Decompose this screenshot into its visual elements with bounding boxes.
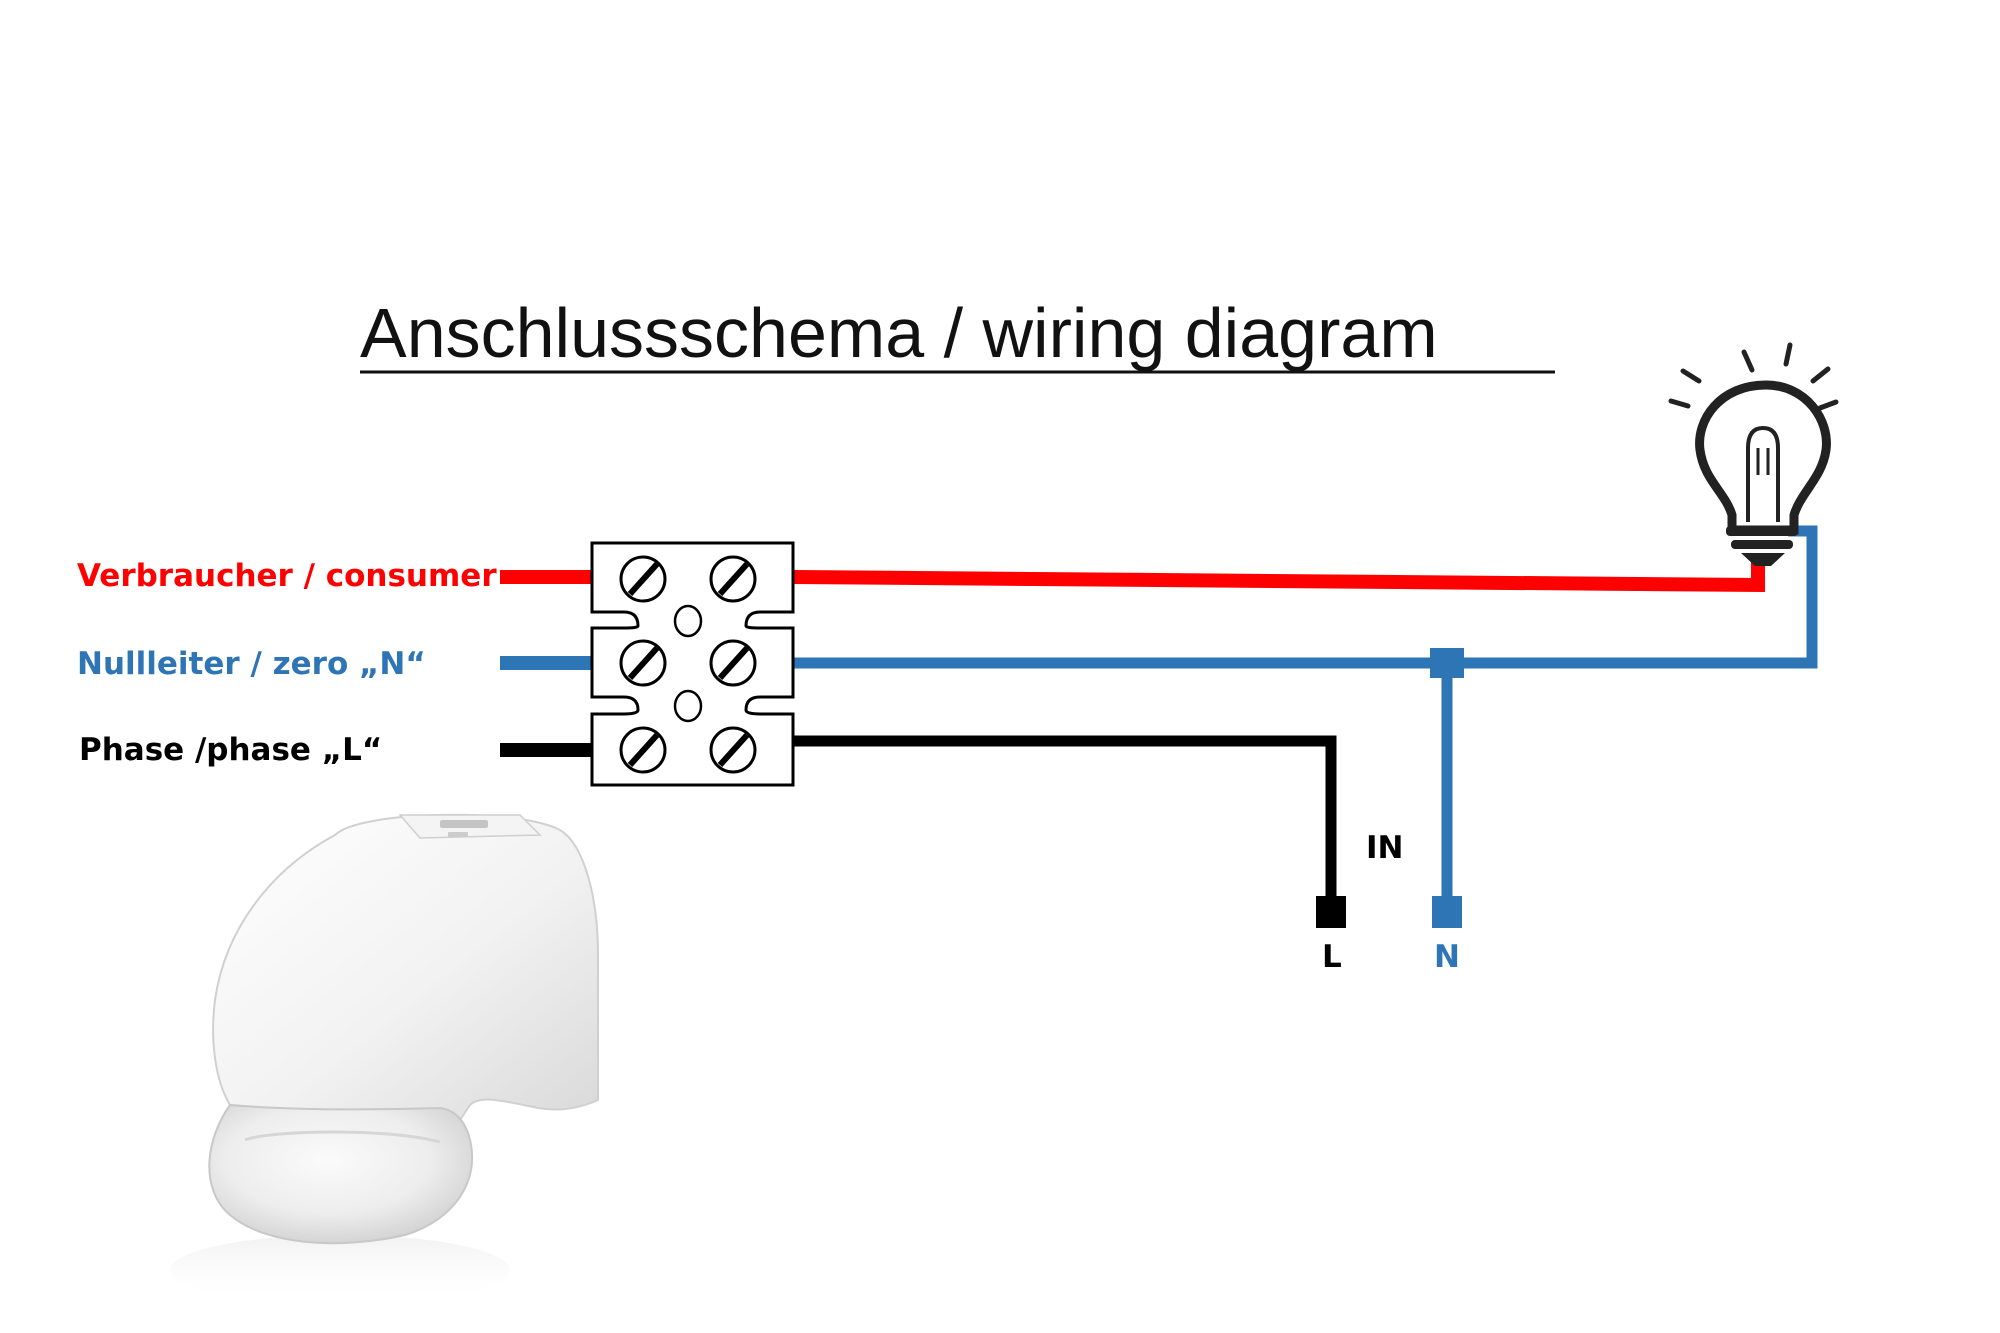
screw-icon — [709, 726, 757, 774]
screw-icon — [709, 555, 757, 603]
sensor-in-label: IN — [1366, 830, 1403, 866]
screw-icon — [619, 639, 667, 687]
consumer-wire-label: Verbraucher / consumer — [77, 558, 497, 594]
neutral-wire-to-lamp — [793, 525, 1818, 669]
phase-wire-to-sensor — [793, 735, 1337, 900]
consumer-wire-to-lamp — [792, 560, 1765, 593]
terminal-l — [1316, 896, 1346, 928]
terminal-n — [1432, 896, 1462, 928]
mounting-hole — [673, 604, 703, 638]
terminal-block-icon — [590, 541, 795, 787]
screw-icon — [619, 726, 667, 774]
terminal-l-label: L — [1322, 939, 1342, 975]
diagram-title: Anschlussschema / wiring diagram — [360, 294, 1438, 372]
neutral-wire-label: Nullleiter / zero „N“ — [77, 646, 426, 682]
terminal-n-label: N — [1434, 939, 1460, 975]
screw-icon — [619, 555, 667, 603]
motion-sensor-image — [170, 813, 599, 1305]
light-bulb-icon — [1668, 342, 1839, 566]
mounting-hole — [673, 689, 703, 723]
phase-wire-label: Phase /phase „L“ — [79, 732, 382, 768]
screw-icon — [709, 639, 757, 687]
neutral-junction — [1430, 648, 1464, 678]
